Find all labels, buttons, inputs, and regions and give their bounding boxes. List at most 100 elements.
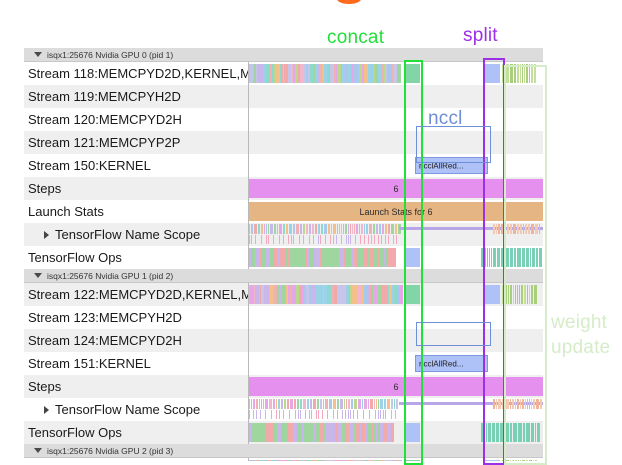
trace-event[interactable] [384,64,385,83]
trace-event-weight-update[interactable] [520,64,521,83]
trace-event[interactable] [374,423,376,442]
trace-event[interactable] [337,285,341,304]
trace-event[interactable] [339,248,340,267]
trace-event[interactable] [261,285,264,304]
trace-event[interactable] [378,235,379,244]
trace-event[interactable] [346,423,350,442]
trace-event[interactable] [359,224,360,234]
trace-event-weight-update[interactable] [531,285,533,304]
trace-event[interactable] [493,224,495,234]
trace-event-weight-update[interactable] [510,423,512,442]
trace-event[interactable] [257,248,260,267]
trace-row[interactable]: Stream 121:MEMCPYP2P [24,131,543,154]
trace-event[interactable] [525,399,526,409]
trace-event[interactable] [321,224,323,234]
trace-event[interactable] [322,248,324,267]
trace-event[interactable] [303,224,305,234]
trace-event[interactable] [377,285,378,304]
trace-event[interactable] [385,410,386,419]
trace-event[interactable] [387,399,390,409]
trace-event[interactable] [249,399,250,409]
trace-event-weight-update[interactable] [506,248,509,267]
trace-event[interactable] [274,285,277,304]
trace-event[interactable] [289,410,290,419]
trace-event[interactable] [260,410,261,419]
trace-event[interactable] [333,248,337,267]
trace-event[interactable] [333,423,334,442]
trace-event[interactable] [309,235,310,244]
trace-event[interactable] [515,399,516,409]
trace-event[interactable] [249,285,250,304]
trace-event[interactable] [322,410,323,419]
trace-event[interactable] [364,64,367,83]
trace-event[interactable] [323,399,324,409]
trace-event[interactable] [369,224,372,234]
trace-event[interactable] [352,285,354,304]
trace-event[interactable] [359,423,360,442]
trace-event[interactable] [379,224,381,234]
trace-event[interactable] [307,423,310,442]
trace-event[interactable] [263,399,264,409]
trace-event[interactable] [350,224,351,234]
trace-event[interactable] [288,248,289,267]
trace-event[interactable] [387,248,391,267]
trace-event[interactable] [283,410,284,419]
trace-event[interactable] [348,248,351,267]
launch-stats-bar[interactable]: Launch Stats for 6 [249,202,543,221]
trace-event[interactable] [344,399,345,409]
trace-row-label[interactable]: Launch Stats [24,200,249,223]
trace-event[interactable] [268,224,269,234]
trace-row-track[interactable] [249,306,543,329]
trace-event[interactable] [253,399,255,409]
trace-event[interactable] [286,248,288,267]
trace-event-weight-update[interactable] [502,64,505,83]
trace-event[interactable] [320,248,322,267]
trace-event[interactable] [330,64,334,83]
trace-event[interactable] [392,285,394,304]
trace-event-weight-update[interactable] [523,423,525,442]
trace-event[interactable] [388,235,389,244]
trace-event-weight-update[interactable] [506,64,509,83]
trace-event-weight-update[interactable] [496,423,499,442]
trace-event[interactable] [395,410,396,419]
trace-event[interactable] [305,285,306,304]
trace-event[interactable] [493,399,495,409]
trace-event-weight-update[interactable] [505,423,509,442]
trace-event[interactable] [266,285,269,304]
trace-event[interactable] [327,64,330,83]
trace-event[interactable] [265,423,266,442]
trace-event[interactable] [328,423,332,442]
group-header[interactable]: isqx1:25676 Nvidia GPU 0 (pid 1) [24,48,543,62]
trace-row-label[interactable]: Steps [24,177,249,200]
trace-event[interactable] [266,423,270,442]
trace-event[interactable] [298,64,300,83]
trace-event[interactable] [367,423,368,442]
trace-event[interactable] [257,64,261,83]
trace-event[interactable] [496,399,497,409]
trace-event[interactable] [256,285,259,304]
trace-event[interactable] [501,224,503,234]
trace-event[interactable] [376,423,377,442]
trace-event-span[interactable] [399,227,543,230]
trace-event[interactable] [309,248,310,267]
trace-event[interactable] [498,399,501,409]
trace-event-weight-update[interactable] [487,248,488,267]
trace-row-label[interactable]: TensorFlow Name Scope [24,223,249,246]
trace-event[interactable] [259,423,263,442]
trace-event[interactable] [288,285,290,304]
trace-event[interactable] [397,64,401,83]
trace-event[interactable] [354,285,358,304]
trace-event[interactable] [312,285,316,304]
trace-event[interactable] [278,399,280,409]
trace-event[interactable] [345,410,346,419]
trace-event[interactable] [337,410,338,419]
trace-event[interactable] [378,410,379,419]
trace-event[interactable] [364,224,365,234]
trace-event[interactable] [256,423,259,442]
trace-event[interactable] [372,423,374,442]
trace-event[interactable] [377,423,380,442]
trace-event[interactable] [370,64,374,83]
trace-event-weight-update[interactable] [532,248,535,267]
trace-event-weight-update[interactable] [521,285,523,304]
trace-event-weight-update[interactable] [522,64,523,83]
